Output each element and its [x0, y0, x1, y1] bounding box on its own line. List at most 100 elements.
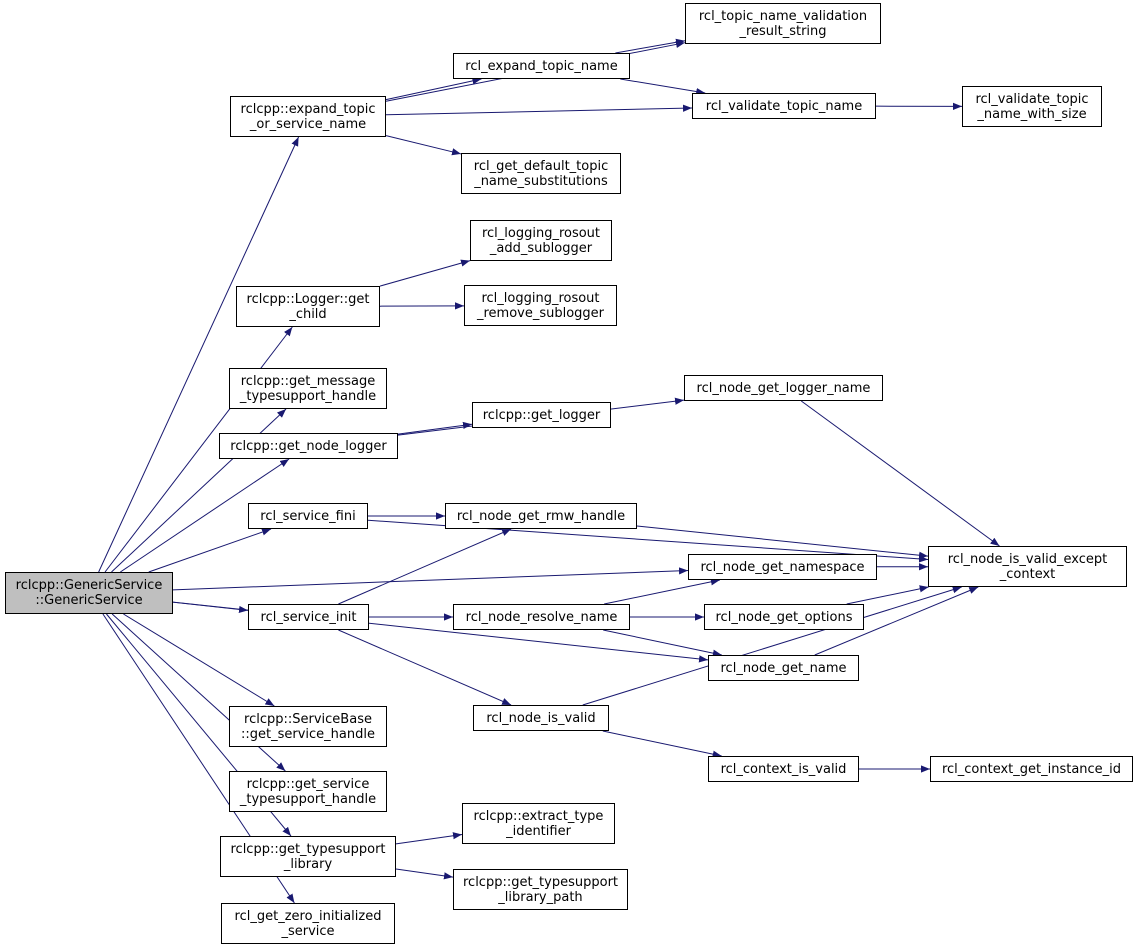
edge-root-to-rcl-node-get-namespace: [172, 567, 689, 591]
node-rcl-context-is-valid[interactable]: rcl_context_is_valid: [708, 756, 859, 782]
node-logger-get-child[interactable]: rclcpp::Logger::get_child: [236, 286, 380, 327]
node-label-line: rcl_validate_topic_name: [705, 98, 863, 114]
node-rcl-node-get-name[interactable]: rcl_node_get_name: [708, 655, 859, 681]
node-rcl-node-is-valid-except-context[interactable]: rcl_node_is_valid_except_context: [928, 546, 1127, 587]
node-get-logger[interactable]: rclcpp::get_logger: [472, 402, 611, 428]
edge-get-node-logger-to-get-logger: [397, 421, 473, 435]
node-label-line: rclcpp::get_service: [246, 776, 370, 792]
edge-root-to-service-base-get-service-handle: [123, 613, 275, 707]
node-label-line: _or_service_name: [249, 116, 367, 132]
node-label-line: ::GenericService: [35, 593, 143, 608]
node-label-line: rcl_get_default_topic: [473, 158, 609, 174]
edge-rcl-node-get-name-to-rcl-node-is-valid-except-context: [814, 586, 979, 656]
node-label-line: _name_substitutions: [474, 173, 608, 189]
node-get-message-typesupport-handle[interactable]: rclcpp::get_message_typesupport_handle: [229, 368, 387, 409]
node-rcl-topic-name-validation-result-string[interactable]: rcl_topic_name_validation_result_string: [685, 3, 881, 44]
edge-root-to-logger-get-child: [104, 326, 293, 573]
edge-rcl-expand-topic-name-to-rcl-topic-name-validation-result-string: [615, 38, 686, 54]
node-rcl-get-default-topic-name-substitutions[interactable]: rcl_get_default_topic_name_substitutions: [461, 153, 621, 194]
node-label-line: rcl_logging_rosout: [481, 290, 600, 306]
node-label-line: rclcpp::get_typesupport: [462, 874, 619, 890]
node-label-line: rcl_node_is_valid: [486, 710, 596, 726]
node-service-base-get-service-handle[interactable]: rclcpp::ServiceBase::get_service_handle: [229, 706, 387, 747]
node-label-line: rclcpp::GenericService: [15, 578, 163, 593]
node-label-line: ::get_service_handle: [241, 726, 375, 742]
node-label-line: _remove_sublogger: [476, 305, 605, 321]
node-rcl-service-init[interactable]: rcl_service_init: [248, 604, 369, 630]
edge-root-to-get-node-logger: [120, 458, 290, 573]
node-label-line: rclcpp::extract_type: [473, 808, 604, 824]
edge-rcl-node-is-valid-to-rcl-context-is-valid: [602, 730, 722, 758]
node-label-line: _add_sublogger: [489, 240, 593, 256]
edge-get-typesupport-library-to-extract-type-identifier: [395, 832, 463, 845]
node-label-line: _library: [283, 856, 333, 872]
node-label-line: rclcpp::get_typesupport: [230, 841, 386, 857]
edge-root-to-get-service-typesupport-handle: [111, 613, 286, 772]
node-label-line: rcl_node_is_valid_except: [947, 551, 1108, 567]
node-label-line: _context: [999, 566, 1056, 582]
edge-logger-get-child-to-rcl-logging-rosout-add-sublogger: [379, 259, 471, 287]
node-get-typesupport-library[interactable]: rclcpp::get_typesupport_library: [220, 836, 396, 877]
node-rcl-node-is-valid[interactable]: rcl_node_is_valid: [473, 705, 609, 731]
node-label-line: rcl_get_zero_initialized: [234, 908, 382, 924]
node-rcl-service-fini[interactable]: rcl_service_fini: [248, 503, 368, 529]
edge-rcl-expand-topic-name-to-rcl-validate-topic-name: [620, 78, 706, 96]
node-label-line: rcl_node_get_namespace: [700, 559, 865, 575]
node-get-node-logger[interactable]: rclcpp::get_node_logger: [219, 433, 398, 459]
node-rcl-validate-topic-name-with-size[interactable]: rcl_validate_topic_name_with_size: [962, 86, 1102, 127]
edge-expand-topic-or-service-name-to-rcl-expand-topic-name: [385, 77, 482, 101]
node-rcl-context-get-instance-id[interactable]: rcl_context_get_instance_id: [930, 756, 1133, 782]
node-rcl-validate-topic-name[interactable]: rcl_validate_topic_name: [692, 93, 876, 119]
edge-rcl-node-get-rmw-handle-to-rcl-node-is-valid-except-context: [636, 525, 929, 559]
node-rcl-get-zero-initialized-service[interactable]: rcl_get_zero_initialized_service: [221, 903, 395, 944]
node-label-line: rcl_node_resolve_name: [465, 609, 618, 625]
node-root: rclcpp::GenericService::GenericService: [5, 572, 173, 614]
node-rcl-expand-topic-name[interactable]: rcl_expand_topic_name: [453, 53, 630, 79]
node-label-line: rclcpp::expand_topic: [240, 101, 376, 117]
node-label-line: rcl_validate_topic: [975, 91, 1089, 107]
edge-rcl-service-init-to-rcl-node-get-rmw-handle: [338, 528, 512, 605]
node-label-line: rclcpp::Logger::get: [246, 291, 370, 307]
node-label-line: _result_string: [739, 23, 827, 39]
node-label-line: rclcpp::get_logger: [482, 407, 601, 423]
node-rcl-node-get-namespace[interactable]: rcl_node_get_namespace: [688, 554, 877, 580]
node-label-line: _identifier: [506, 823, 571, 839]
node-expand-topic-or-service-name[interactable]: rclcpp::expand_topic_or_service_name: [230, 96, 386, 137]
edge-root-to-expand-topic-or-service-name: [98, 136, 300, 573]
node-label-line: rcl_topic_name_validation: [698, 8, 868, 24]
node-label-line: rcl_node_get_rmw_handle: [456, 508, 626, 524]
node-label-line: rcl_node_get_options: [715, 609, 853, 625]
node-label-line: rcl_logging_rosout: [481, 225, 601, 241]
edge-get-typesupport-library-to-get-typesupport-library-path: [395, 868, 454, 880]
node-extract-type-identifier[interactable]: rclcpp::extract_type_identifier: [462, 803, 615, 844]
node-get-service-typesupport-handle[interactable]: rclcpp::get_service_typesupport_handle: [229, 771, 387, 812]
node-rcl-logging-rosout-remove-sublogger[interactable]: rcl_logging_rosout_remove_sublogger: [464, 285, 617, 326]
edge-expand-topic-or-service-name-to-rcl-validate-topic-name: [385, 104, 693, 116]
node-label-line: rcl_node_get_logger_name: [696, 380, 871, 396]
node-label-line: _library_path: [498, 889, 583, 905]
node-rcl-node-get-options[interactable]: rcl_node_get_options: [704, 604, 864, 630]
node-rcl-node-get-rmw-handle[interactable]: rcl_node_get_rmw_handle: [445, 503, 637, 529]
node-get-typesupport-library-path[interactable]: rclcpp::get_typesupport_library_path: [453, 869, 628, 910]
node-rcl-logging-rosout-add-sublogger[interactable]: rcl_logging_rosout_add_sublogger: [470, 220, 612, 261]
node-label-line: _name_with_size: [977, 106, 1087, 122]
node-label-line: rcl_service_init: [260, 609, 357, 625]
edge-rcl-service-init-to-rcl-node-is-valid: [338, 629, 512, 706]
node-label-line: rcl_expand_topic_name: [465, 58, 618, 74]
edge-rcl-node-resolve-name-to-rcl-node-get-name: [603, 629, 722, 657]
node-rcl-node-resolve-name[interactable]: rcl_node_resolve_name: [453, 604, 630, 630]
edge-expand-topic-or-service-name-to-rcl-get-default-topic-name-substitutions: [385, 135, 462, 156]
node-label-line: _service: [281, 923, 335, 939]
edge-root-to-rcl-service-fini: [148, 528, 272, 573]
node-label-line: _child: [289, 306, 327, 322]
edge-rcl-node-resolve-name-to-rcl-node-get-namespace: [604, 578, 720, 605]
node-label-line: rcl_context_get_instance_id: [941, 761, 1122, 777]
node-label-line: rcl_service_fini: [260, 508, 356, 524]
node-label-line: _typesupport_handle: [239, 388, 377, 404]
node-label-line: _typesupport_handle: [239, 791, 377, 807]
edge-rcl-node-get-options-to-rcl-node-is-valid-except-context: [846, 585, 929, 605]
node-label-line: rcl_node_get_name: [720, 660, 847, 676]
node-rcl-node-get-logger-name[interactable]: rcl_node_get_logger_name: [684, 375, 883, 401]
edge-rcl-node-is-valid-to-rcl-node-is-valid-except-context: [582, 586, 962, 706]
